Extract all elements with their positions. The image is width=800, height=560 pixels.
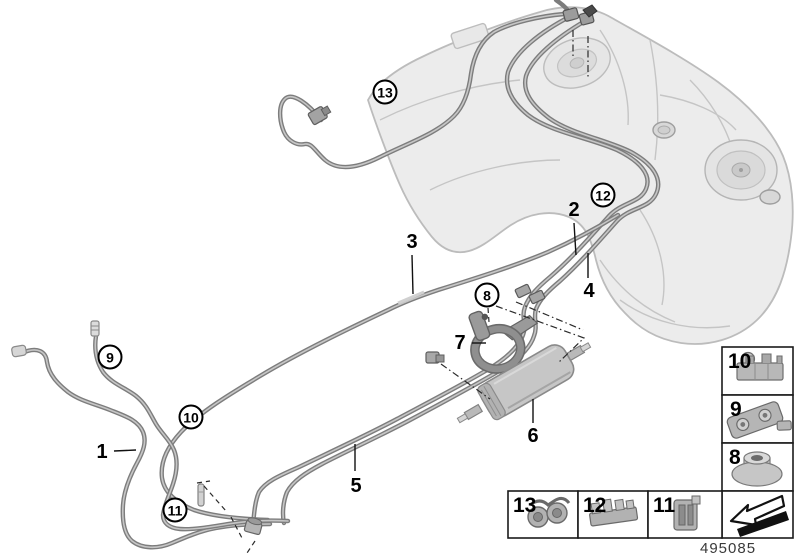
part-11-clip-thumbnail bbox=[673, 495, 701, 531]
line-end-connector-5 bbox=[243, 517, 263, 536]
part-12-clip-thumbnail bbox=[589, 498, 639, 527]
tank-top-bracket bbox=[450, 22, 490, 50]
leader-lines bbox=[113, 222, 589, 471]
tank-service-cap bbox=[652, 121, 781, 205]
reference-dash-lines bbox=[196, 30, 589, 554]
pipe-fittings bbox=[11, 4, 598, 536]
callout-12-circle[interactable]: 12 bbox=[590, 182, 616, 208]
part-8-grommet-thumbnail bbox=[731, 451, 783, 487]
line-3-joint-sleeve bbox=[397, 290, 425, 305]
part-10-clip-thumbnail bbox=[736, 351, 784, 381]
fuel-pump-flange-left bbox=[543, 37, 611, 89]
diagram-number: 495085 bbox=[700, 540, 757, 557]
legend-label-8: 8 bbox=[729, 446, 741, 469]
quick-connector-top-left bbox=[562, 7, 580, 22]
fuel-tank-illustration bbox=[367, 6, 794, 345]
callout-4[interactable]: 4 bbox=[583, 280, 595, 302]
pipe-open-end-1 bbox=[11, 344, 27, 358]
callout-8-circle[interactable]: 8 bbox=[474, 282, 500, 308]
legend-label-10: 10 bbox=[728, 350, 752, 373]
callout-9-circle[interactable]: 9 bbox=[97, 344, 123, 370]
quick-connector-13 bbox=[307, 105, 332, 126]
legend-boxes bbox=[507, 346, 794, 539]
legend-label-9: 9 bbox=[730, 398, 742, 421]
quick-connector-8b bbox=[528, 289, 546, 305]
direction-arrow-icon bbox=[729, 494, 789, 537]
callout-13-circle[interactable]: 13 bbox=[372, 79, 398, 105]
filter-clamp-7 bbox=[468, 310, 539, 374]
quick-connector-8a bbox=[514, 283, 532, 299]
quick-connector-top-right bbox=[578, 4, 598, 26]
elbow-connector-7 bbox=[425, 351, 445, 364]
fuel-filter-6 bbox=[456, 342, 592, 424]
part-9-bracket-thumbnail bbox=[726, 401, 792, 439]
callout-10-circle[interactable]: 10 bbox=[178, 404, 204, 430]
legend-label-12: 12 bbox=[583, 494, 607, 517]
fuel-pump-flange-right bbox=[704, 139, 778, 201]
callout-6[interactable]: 6 bbox=[527, 425, 539, 447]
mounting-stud-11 bbox=[197, 483, 205, 507]
legend-label-11: 11 bbox=[653, 494, 676, 517]
legend-label-13: 13 bbox=[513, 494, 537, 517]
callout-5[interactable]: 5 bbox=[350, 475, 362, 497]
ribbed-nipple-9 bbox=[90, 320, 100, 337]
callout-2[interactable]: 2 bbox=[568, 199, 580, 221]
callout-3[interactable]: 3 bbox=[406, 231, 418, 253]
callout-11-circle[interactable]: 11 bbox=[162, 497, 188, 523]
fuel-line-3 bbox=[162, 215, 618, 520]
part-13-clip-thumbnail bbox=[527, 496, 571, 528]
callout-7[interactable]: 7 bbox=[454, 332, 466, 354]
callout-1[interactable]: 1 bbox=[96, 441, 108, 463]
